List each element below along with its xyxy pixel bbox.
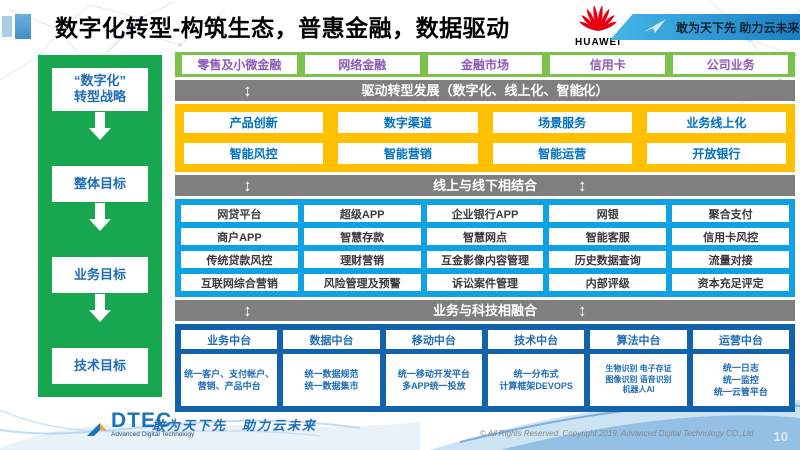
dtec-logo: DTEC Advanced Digital Technology	[86, 410, 194, 439]
application-box: 诉讼案件管理	[426, 274, 544, 291]
footer-slogan: 敢为天下先 助力云未来	[152, 418, 318, 433]
application-box: 聚合支付	[672, 205, 789, 222]
platform-title: 数据中台	[283, 330, 380, 349]
platform-description: 统一数据规范 统一数据集市	[283, 354, 380, 406]
application-box: 网银	[549, 205, 667, 222]
updown-arrow-icon: ↕	[243, 176, 252, 195]
platform-description: 生物识别 电子存证 图像识别 语音识别 机器人AI	[590, 354, 687, 406]
application-box: 互金影像内容管理	[426, 251, 544, 268]
updown-arrow-icon: ↕	[578, 301, 587, 320]
platform-title: 技术中台	[488, 330, 585, 349]
title-accent-bar-light	[2, 16, 12, 37]
application-box: 内部评级	[549, 274, 667, 291]
capability-box: 场景服务	[492, 112, 632, 133]
platform-title: 算法中台	[590, 330, 687, 349]
application-box: 风险管理及预警	[303, 274, 421, 291]
business-line-box: 信用卡	[550, 55, 666, 74]
platform-column-operation: 运营中台 统一日志 统一监控 统一云管平台	[692, 330, 789, 406]
strategy-panel: “数字化” 转型战略 整体目标 业务目标 技术目标	[38, 55, 162, 397]
business-line-box: 网络金融	[304, 55, 420, 74]
capability-box: 产品创新	[184, 112, 324, 133]
application-box: 智慧网点	[426, 228, 544, 245]
platform-title: 业务中台	[181, 330, 278, 349]
huawei-wordmark: HUAWEI	[575, 37, 621, 48]
application-box: 流量对接	[672, 251, 789, 268]
strategy-step-tech-goal: 技术目标	[52, 347, 148, 384]
slogan-ribbon: 敢为天下先 助力云未来	[610, 14, 800, 40]
platform-description: 统一日志 统一监控 统一云管平台	[692, 354, 789, 406]
capability-box: 开放银行	[646, 143, 786, 164]
huawei-logo: HUAWEI	[570, 5, 626, 48]
strategy-step-business-goal: 业务目标	[52, 256, 148, 293]
application-box: 智能客服	[549, 228, 667, 245]
application-box: 企业银行APP	[426, 205, 544, 222]
application-box: 网贷平台	[181, 205, 298, 222]
application-section: 网贷平台 超级APP 企业银行APP 网银 聚合支付 商户APP 智慧存款 智慧…	[175, 199, 795, 297]
updown-arrow-icon: ↕	[243, 81, 252, 100]
application-box: 历史数据查询	[549, 251, 667, 268]
capability-box: 智能运营	[492, 143, 632, 164]
platform-column-tech: 技术中台 统一分布式 计算框架DEVOPS	[488, 330, 585, 406]
title-accent-bar-dark	[15, 14, 31, 39]
platform-description: 统一客户、支付帐户、营销、产品中台	[181, 354, 278, 406]
updown-arrow-icon: ↕	[243, 301, 252, 320]
dtec-arrow-icon	[87, 423, 107, 436]
application-box: 互联网综合营销	[181, 274, 298, 291]
platform-title: 移动中台	[385, 330, 482, 349]
application-box: 信用卡风控	[672, 228, 789, 245]
platform-column-data: 数据中台 统一数据规范 统一数据集市	[283, 330, 380, 406]
platform-description: 统一移动开发平台 多APP统一投放	[385, 354, 482, 406]
capability-section: 产品创新 数字渠道 场景服务 业务线上化 智能风控 智能营销 智能运营 开放银行	[175, 104, 795, 172]
huawei-flower-icon	[579, 5, 617, 31]
updown-arrow-icon: ↕	[578, 81, 587, 100]
platform-column-business: 业务中台 统一客户、支付帐户、营销、产品中台	[181, 330, 278, 406]
business-lines-row: 零售及小微金融 网络金融 金融市场 信用卡 公司业务	[175, 52, 795, 77]
application-box: 资本充足评定	[672, 274, 789, 291]
capability-box: 智能营销	[338, 143, 478, 164]
dtec-subtitle: Advanced Digital Technology	[111, 430, 195, 438]
strategy-step-digital: “数字化” 转型战略	[52, 68, 148, 111]
business-line-box: 金融市场	[427, 55, 543, 74]
bar-online-offline: ↕ 线上与线下相结合 ↕	[175, 175, 795, 196]
capability-box: 业务线上化	[646, 112, 786, 133]
application-box: 超级APP	[303, 205, 421, 222]
paper-plane-icon	[644, 19, 666, 33]
platform-title: 运营中台	[692, 330, 789, 349]
bar-drive-transformation: ↕ 驱动转型发展（数字化、线上化、智能化） ↕	[175, 80, 795, 101]
capability-box: 数字渠道	[338, 112, 478, 133]
application-box: 商户APP	[181, 228, 298, 245]
updown-arrow-icon: ↕	[578, 176, 587, 195]
platform-column-mobile: 移动中台 统一移动开发平台 多APP统一投放	[385, 330, 482, 406]
platform-column-algorithm: 算法中台 生物识别 电子存证 图像识别 语音识别 机器人AI	[590, 330, 687, 406]
page-title: 数字化转型-构筑生态，普惠金融，数据驱动	[55, 15, 510, 41]
ribbon-slogan-text: 敢为天下先 助力云未来	[676, 20, 800, 35]
copyright-text: © All Rights Reserved. Copyright 2019. A…	[480, 429, 754, 438]
diagram-main: 零售及小微金融 网络金融 金融市场 信用卡 公司业务 ↕ 驱动转型发展（数字化、…	[175, 52, 795, 412]
application-box: 传统贷款风控	[181, 251, 298, 268]
strategy-step-overall-goal: 整体目标	[52, 165, 148, 202]
dtec-wordmark: DTEC	[111, 408, 173, 432]
platform-description: 统一分布式 计算框架DEVOPS	[488, 354, 585, 406]
middle-platform-section: 业务中台 统一客户、支付帐户、营销、产品中台 数据中台 统一数据规范 统一数据集…	[175, 324, 795, 412]
business-line-box: 公司业务	[673, 55, 788, 74]
application-box: 理财营销	[303, 251, 421, 268]
capability-box: 智能风控	[184, 143, 324, 164]
application-box: 智慧存款	[303, 228, 421, 245]
business-line-box: 零售及小微金融	[182, 55, 297, 74]
bar-business-tech: ↕ 业务与科技相融合 ↕	[175, 300, 795, 321]
page-number: 10	[773, 429, 788, 444]
